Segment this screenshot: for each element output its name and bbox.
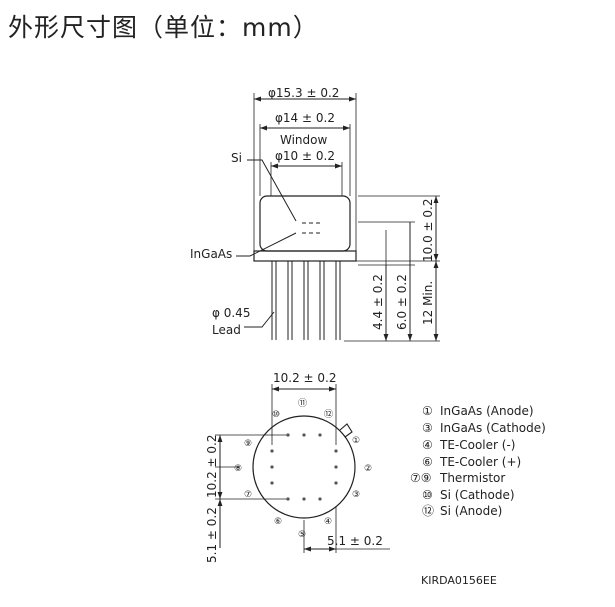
dim-left-text: 10.2 ± 0.2 (205, 435, 219, 499)
pin-label-6: ⑥ (274, 517, 282, 527)
dim-left-low-text: 5.1 ± 0.2 (205, 507, 219, 563)
dim-bottom-text: 5.1 ± 0.2 (327, 534, 383, 548)
legend-text: Thermistor (439, 471, 505, 485)
ingaas-label: InGaAs (190, 247, 232, 261)
package-flange (253, 250, 357, 262)
pin-label-7: ⑦ (244, 490, 252, 500)
bottom-view (215, 384, 390, 553)
legend-text: TE-Cooler (+) (439, 455, 521, 469)
pin-legend: ① InGaAs (Anode) ③ InGaAs (Cathode) ④ TE… (410, 404, 546, 518)
pin-label-11: ⑪ (298, 398, 307, 409)
legend-symbol: ⑫ (422, 504, 434, 518)
pin-label-8: ⑧ (234, 464, 242, 474)
legend-text: InGaAs (Cathode) (440, 421, 546, 435)
pin-label-3: ③ (352, 490, 360, 500)
pin-dots (270, 433, 338, 501)
dim-outer-text: φ15.3 ± 0.2 (268, 86, 339, 100)
legend-symbol: ⑦⑨ (410, 471, 432, 485)
si-leader (247, 159, 297, 222)
dim-4-4-text: 4.4 ± 0.2 (371, 274, 385, 330)
lead-label: Lead (212, 323, 241, 337)
si-label: Si (231, 151, 242, 165)
lead-leader (244, 311, 275, 328)
pin-label-4: ④ (324, 517, 332, 527)
legend-symbol: ① (422, 404, 433, 418)
dim-top-text: 10.2 ± 0.2 (273, 371, 337, 385)
legend-text: Si (Cathode) (440, 488, 515, 502)
pin-label-2: ② (364, 464, 372, 474)
legend-text: InGaAs (Anode) (440, 404, 534, 418)
legend-text: TE-Cooler (-) (439, 438, 515, 452)
dim-height-text: 10.0 ± 0.2 (421, 199, 435, 263)
legend-text: Si (Anode) (440, 504, 502, 518)
drawing-code: KIRDA0156EE (421, 574, 497, 587)
pin-label-1: ① (352, 436, 360, 446)
legend-symbol: ⑥ (422, 455, 433, 469)
package-base-circle (252, 415, 356, 519)
side-view (236, 93, 440, 342)
legend-symbol: ④ (422, 438, 433, 452)
lead-diameter-text: φ 0.45 (212, 306, 250, 320)
dim-6-text: 6.0 ± 0.2 (395, 274, 409, 330)
pin-label-10: ⑩ (272, 410, 280, 420)
index-tab (339, 423, 353, 438)
dim-12-text: 12 Min. (421, 281, 435, 325)
window-label: Window (280, 133, 328, 147)
pin-label-12: ⑫ (324, 409, 333, 420)
pin-label-9: ⑨ (244, 439, 252, 449)
legend-symbol: ⑩ (422, 488, 433, 502)
pin-label-5: ⑤ (298, 530, 306, 540)
dim-inner-text: φ14 ± 0.2 (275, 111, 335, 125)
legend-symbol: ③ (422, 421, 433, 435)
page-title: 外形尺寸图（单位：mm） (8, 13, 319, 42)
leads (271, 261, 341, 340)
dim-window-text: φ10 ± 0.2 (275, 149, 335, 163)
ingaas-leader (236, 232, 297, 257)
